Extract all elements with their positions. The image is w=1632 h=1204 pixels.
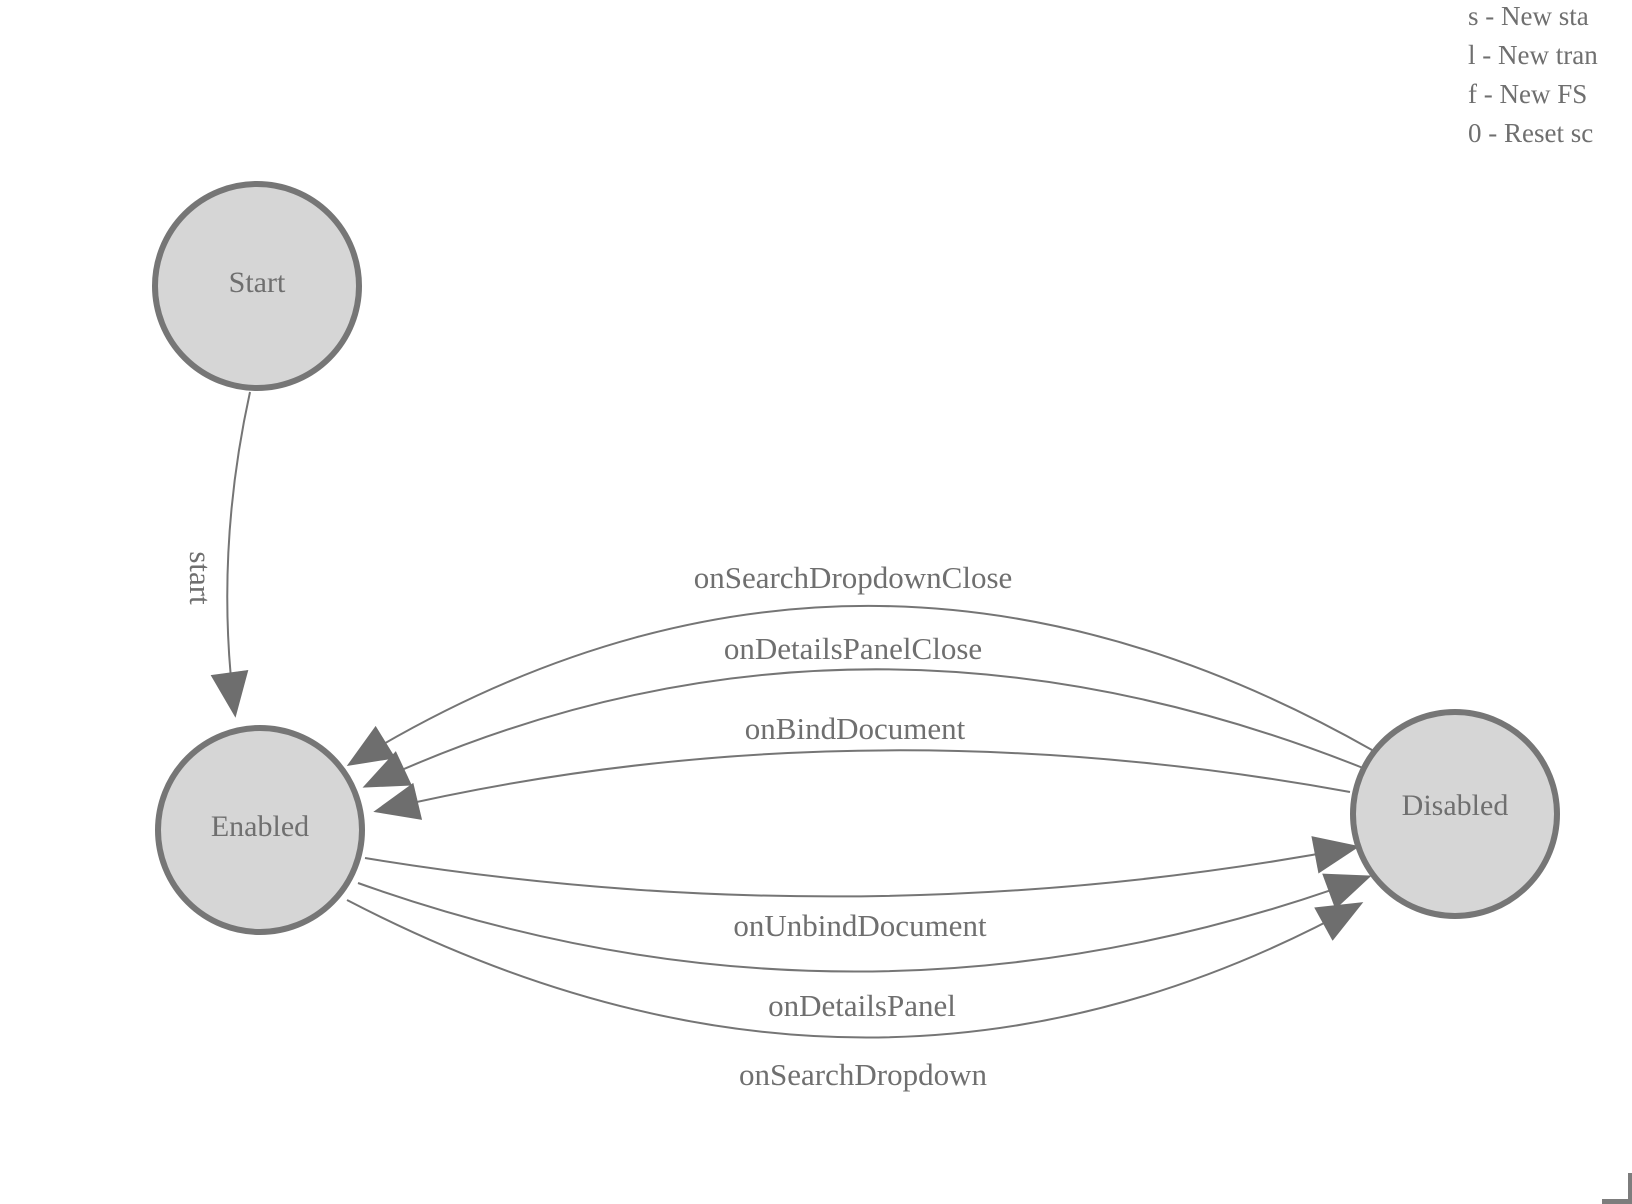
canvas-corner-bracket: [1602, 1173, 1632, 1204]
corner-bracket-vertical: [1628, 1173, 1632, 1204]
edge-label-onBindDocument: onBindDocument: [745, 711, 966, 746]
edge-onDetailsPanel[interactable]: [357, 873, 1372, 973]
edge-label-onUnbindDocument: onUnbindDocument: [733, 908, 987, 943]
state-label-disabled: Disabled: [1402, 789, 1509, 822]
state-circle-start[interactable]: [152, 181, 362, 391]
legend-line-reset: 0 - Reset sc: [1468, 118, 1593, 148]
edge-onSearchDropdownClose[interactable]: [346, 605, 1373, 766]
legend-line-new-fsm: f - New FS: [1468, 79, 1587, 109]
edge-label-start: start: [183, 551, 218, 605]
shortcut-legend: s - New sta l - New tran f - New FS 0 - …: [1468, 1, 1598, 148]
edge-label-onSearchDropdownClose: onSearchDropdownClose: [694, 560, 1013, 595]
legend-line-new-transition: l - New tran: [1468, 40, 1598, 70]
corner-bracket-horizontal: [1602, 1199, 1632, 1204]
legend-line-new-state: s - New sta: [1468, 1, 1589, 31]
state-node-disabled[interactable]: Disabled: [1350, 709, 1560, 919]
edge-onSearchDropdown[interactable]: [346, 899, 1364, 1039]
state-node-start[interactable]: Start: [152, 181, 362, 391]
state-label-start: Start: [229, 266, 286, 299]
state-node-enabled[interactable]: Enabled: [155, 725, 365, 935]
state-label-enabled: Enabled: [211, 810, 309, 843]
edge-onDetailsPanelClose[interactable]: [362, 668, 1364, 788]
state-circle-enabled[interactable]: [155, 725, 365, 935]
edge-onUnbindDocument[interactable]: [364, 836, 1360, 898]
edge-label-onDetailsPanelClose: onDetailsPanelClose: [724, 631, 982, 666]
state-circle-disabled[interactable]: [1350, 709, 1560, 919]
edge-label-onDetailsPanel: onDetailsPanel: [768, 988, 956, 1023]
edge-label-onSearchDropdown: onSearchDropdown: [739, 1057, 987, 1092]
edge-start[interactable]: [210, 391, 251, 718]
edge-onBindDocument[interactable]: [373, 749, 1351, 820]
